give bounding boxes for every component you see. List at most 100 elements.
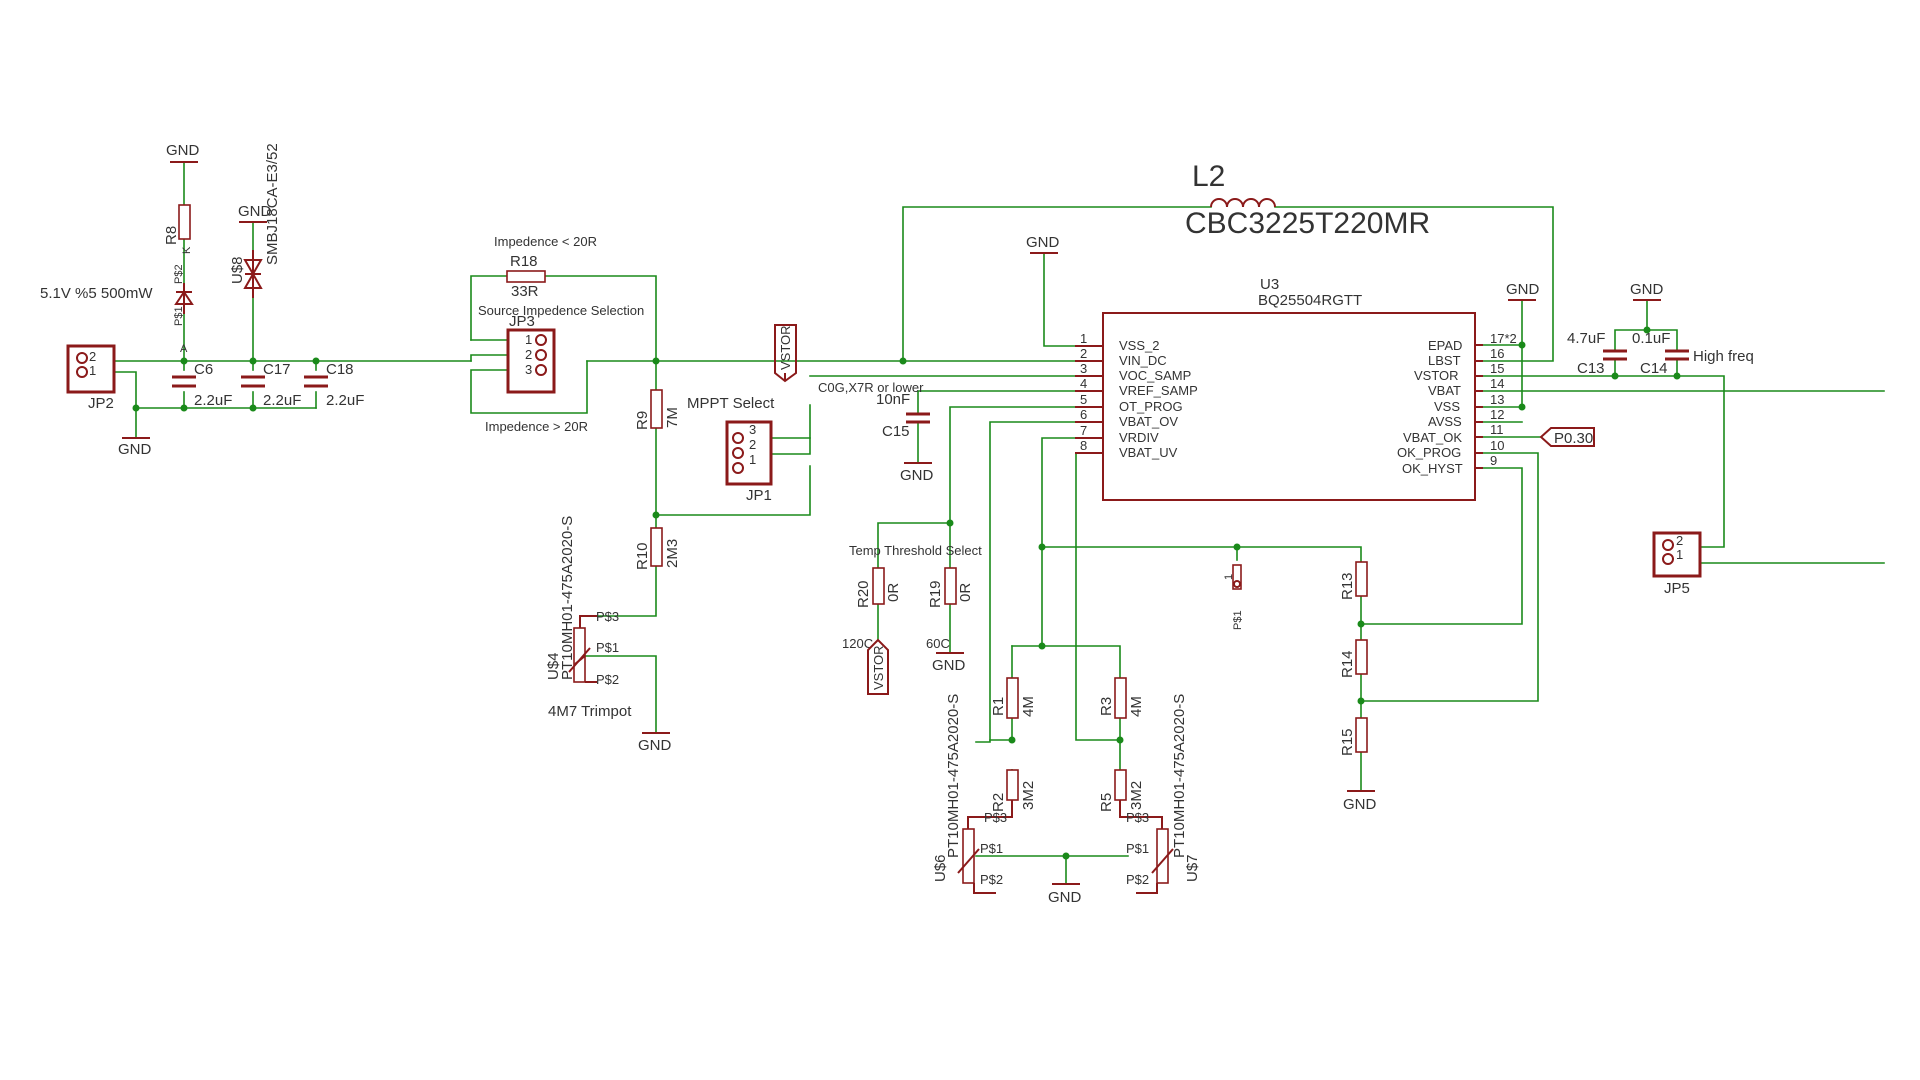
resistor-r8: R8 K <box>163 204 193 254</box>
inductor-l2: L2 CBC3225T220MR <box>1185 160 1430 240</box>
svg-text:VSTOR: VSTOR <box>778 325 793 370</box>
svg-text:1: 1 <box>89 363 96 378</box>
svg-text:GND: GND <box>1026 234 1060 251</box>
svg-text:R9: R9 <box>634 411 651 430</box>
capacitor-c6: C6 2.2uF <box>172 361 232 409</box>
svg-text:P$1: P$1 <box>1126 841 1149 856</box>
svg-text:3M2: 3M2 <box>1128 781 1145 810</box>
net-label-vstor-top: VSTOR <box>774 324 797 383</box>
svg-text:GND: GND <box>238 203 272 220</box>
svg-text:P$1: P$1 <box>1232 610 1244 630</box>
high-freq-label: High freq <box>1693 348 1754 365</box>
svg-text:P$1: P$1 <box>596 640 619 655</box>
svg-text:R20: R20 <box>855 580 872 608</box>
resistor-r20: R20 0R <box>855 567 902 608</box>
svg-text:PT10MH01-475A2020-S: PT10MH01-475A2020-S <box>1171 694 1188 858</box>
gnd-symbols: GND GND GND GND GND GND GND GND GND GND … <box>118 142 1664 906</box>
gnd-symbol: GND <box>1506 281 1540 301</box>
svg-text:JP1: JP1 <box>746 487 772 504</box>
svg-text:5: 5 <box>1080 392 1087 407</box>
source-impedance-label: Source Impedence Selection <box>478 303 644 318</box>
svg-text:8: 8 <box>1080 438 1087 453</box>
svg-text:VSS: VSS <box>1434 399 1460 414</box>
svg-text:2: 2 <box>749 437 756 452</box>
svg-text:13: 13 <box>1490 392 1504 407</box>
svg-text:GND: GND <box>932 657 966 674</box>
svg-text:R14: R14 <box>1339 650 1356 678</box>
svg-text:17*2: 17*2 <box>1490 331 1517 346</box>
svg-text:P$2: P$2 <box>980 872 1003 887</box>
svg-text:C17: C17 <box>263 361 291 378</box>
connector-jp5: 2 1 JP5 <box>1652 531 1702 597</box>
svg-text:P$3: P$3 <box>596 609 619 624</box>
svg-text:7: 7 <box>1080 423 1087 438</box>
resistor-r1: R1 4M <box>990 677 1037 719</box>
svg-text:R3: R3 <box>1098 697 1115 716</box>
svg-text:P$2: P$2 <box>1126 872 1149 887</box>
zener-label: 5.1V %5 500mW <box>40 285 153 302</box>
resistor-r13: R13 <box>1339 561 1368 600</box>
svg-text:C15: C15 <box>882 423 910 440</box>
gnd-symbol: GND <box>238 203 272 223</box>
svg-text:2.2uF: 2.2uF <box>263 392 301 409</box>
svg-text:1: 1 <box>1080 331 1087 346</box>
svg-text:LBST: LBST <box>1428 353 1461 368</box>
gnd-symbol: GND <box>1048 883 1082 906</box>
svg-text:VRDIV: VRDIV <box>1119 430 1159 445</box>
jp2-name: JP2 <box>88 395 114 412</box>
svg-text:R18: R18 <box>510 253 538 270</box>
svg-text:SMBJ18CA-E3/52: SMBJ18CA-E3/52 <box>264 143 281 265</box>
svg-text:33R: 33R <box>511 283 539 300</box>
capacitor-c13: 4.7uF C13 <box>1567 330 1627 377</box>
zener-diode-p2: P$1 P$2 A 5.1V %5 500mW <box>40 264 194 355</box>
svg-text:14: 14 <box>1490 376 1504 391</box>
svg-text:7M: 7M <box>664 407 681 428</box>
test-point-p1: 1 P$1 <box>1223 564 1244 630</box>
resistor-r3: R3 4M <box>1098 677 1145 719</box>
svg-text:C14: C14 <box>1640 360 1668 377</box>
resistor-r2: R2 3M2 <box>990 769 1037 812</box>
gnd-symbol: GND <box>118 437 152 458</box>
svg-text:JP5: JP5 <box>1664 580 1690 597</box>
l2-value: CBC3225T220MR <box>1185 207 1430 240</box>
svg-text:2.2uF: 2.2uF <box>326 392 364 409</box>
svg-text:0R: 0R <box>957 583 974 602</box>
svg-text:VBAT_OV: VBAT_OV <box>1119 414 1178 429</box>
net-label-vstor-bottom: VSTOR <box>867 638 889 695</box>
svg-text:1: 1 <box>525 332 532 347</box>
svg-text:0.1uF: 0.1uF <box>1632 330 1670 347</box>
wires <box>115 161 1885 885</box>
l2-name: L2 <box>1192 160 1225 193</box>
resistor-r10: R10 2M3 <box>634 527 681 570</box>
svg-text:U$6: U$6 <box>932 854 949 882</box>
svg-text:R15: R15 <box>1339 728 1356 756</box>
svg-text:C6: C6 <box>194 361 213 378</box>
svg-text:U$8: U$8 <box>229 256 246 284</box>
connector-jp2: 2 1 JP2 <box>66 344 116 412</box>
svg-text:3: 3 <box>1080 361 1087 376</box>
svg-text:2M3: 2M3 <box>664 539 681 568</box>
svg-text:R2: R2 <box>990 793 1007 812</box>
resistor-r5: R5 3M2 <box>1098 769 1145 812</box>
svg-text:1: 1 <box>749 452 756 467</box>
svg-text:12: 12 <box>1490 407 1504 422</box>
trimpot-u4: P$3 P$1 P$2 U$4 PT10MH01-475A2020-S 4M7 … <box>545 516 632 720</box>
gnd-symbol: GND <box>166 142 200 163</box>
svg-text:1: 1 <box>1223 574 1235 580</box>
svg-text:P$3: P$3 <box>1126 810 1149 825</box>
svg-text:OT_PROG: OT_PROG <box>1119 399 1183 414</box>
gnd-symbol: GND <box>1343 790 1377 813</box>
jumper-jp3: 1 2 3 JP3 Source Impedence Selection Imp… <box>478 303 644 434</box>
svg-text:P$3: P$3 <box>984 810 1007 825</box>
svg-text:2: 2 <box>1080 346 1087 361</box>
svg-text:3: 3 <box>749 422 756 437</box>
trimpot-label: 4M7 Trimpot <box>548 703 632 720</box>
capacitor-c15: C0G,X7R or lower 10nF C15 <box>818 380 930 440</box>
capacitor-c14: 0.1uF C14 High freq <box>1632 330 1754 377</box>
temp-120c-label: 120C <box>842 636 873 651</box>
u3-name: U3 <box>1260 276 1279 293</box>
svg-text:VSTOR: VSTOR <box>1414 368 1459 383</box>
c0g-note: C0G,X7R or lower <box>818 380 924 395</box>
gnd-symbol: GND <box>1630 281 1664 301</box>
svg-text:2.2uF: 2.2uF <box>194 392 232 409</box>
